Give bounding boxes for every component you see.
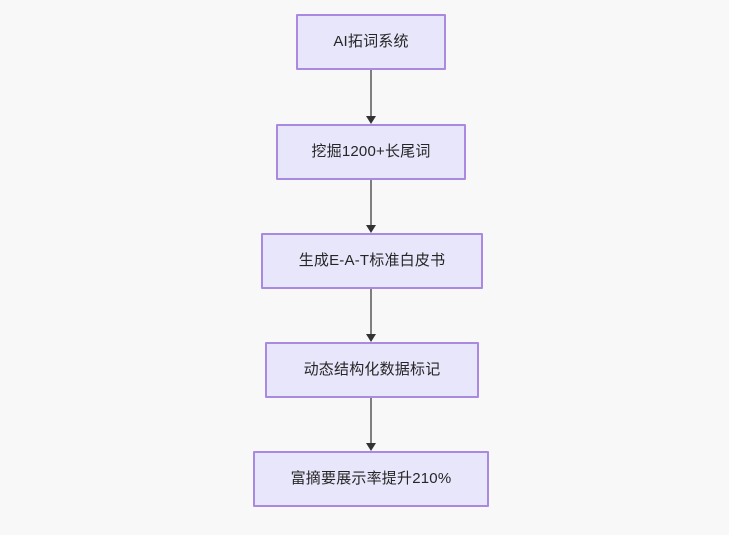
- node-label: 挖掘1200+长尾词: [311, 143, 431, 160]
- node-label: 动态结构化数据标记: [303, 361, 441, 378]
- connector-line: [370, 398, 372, 444]
- flowchart-connector-4: [364, 398, 378, 451]
- arrowhead-icon: [366, 443, 376, 451]
- flowchart-node-dynamic-structured-data-markup[interactable]: 动态结构化数据标记: [265, 342, 479, 398]
- flowchart-connector-3: [364, 289, 378, 342]
- flowchart-node-mine-longtail-keywords[interactable]: 挖掘1200+长尾词: [276, 124, 466, 180]
- connector-line: [370, 180, 372, 226]
- flowchart-node-rich-snippet-impression-lift[interactable]: 富摘要展示率提升210%: [253, 451, 489, 507]
- node-label: AI拓词系统: [333, 33, 409, 50]
- node-label: 生成E-A-T标准白皮书: [298, 252, 446, 269]
- arrowhead-icon: [366, 116, 376, 124]
- flowchart-connector-2: [364, 180, 378, 233]
- connector-line: [370, 289, 372, 335]
- node-label: 富摘要展示率提升210%: [290, 470, 452, 487]
- flowchart-node-ai-keyword-system[interactable]: AI拓词系统: [296, 14, 446, 70]
- connector-line: [370, 70, 372, 117]
- arrowhead-icon: [366, 225, 376, 233]
- flowchart-connector-1: [364, 70, 378, 124]
- arrowhead-icon: [366, 334, 376, 342]
- flowchart-node-generate-eat-whitepaper[interactable]: 生成E-A-T标准白皮书: [261, 233, 483, 289]
